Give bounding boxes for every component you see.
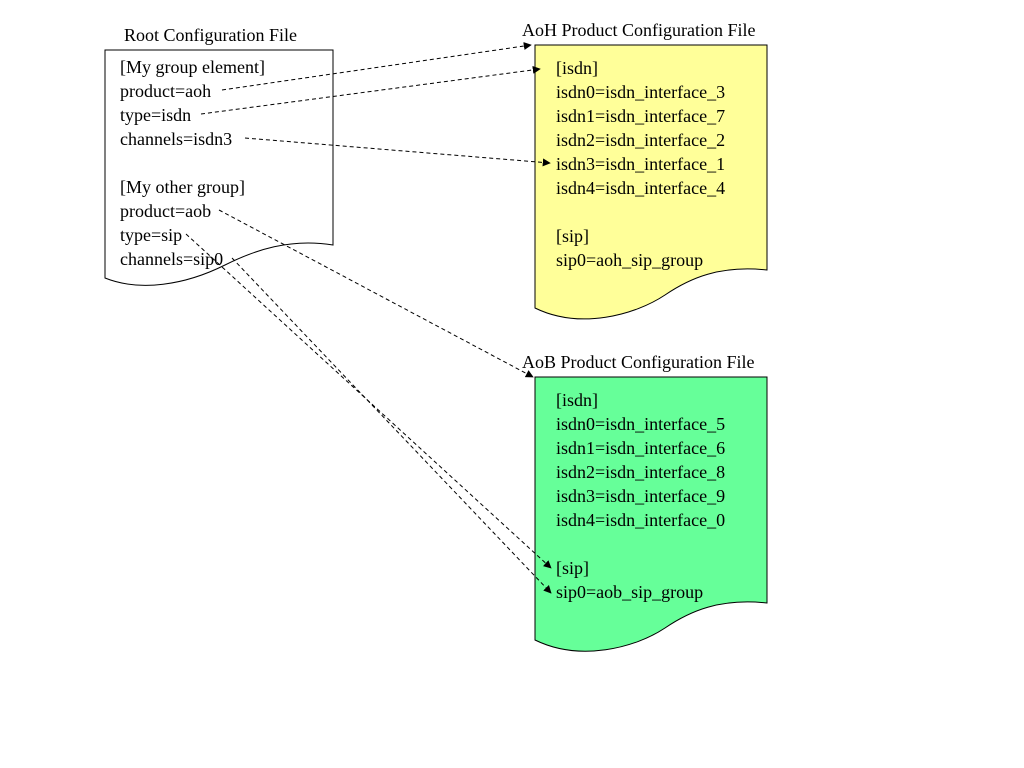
root-file-content: [My group element] product=aoh type=isdn… xyxy=(120,55,265,271)
arrow-channels-sip0-to-aob-sip0 xyxy=(231,257,552,594)
root-line xyxy=(120,151,265,175)
aob-line: [isdn] xyxy=(556,390,598,410)
aob-file-title: AoB Product Configuration File xyxy=(522,352,755,372)
aob-document-shape xyxy=(534,376,768,652)
root-line: type=isdn xyxy=(120,105,192,125)
root-file-title: Root Configuration File xyxy=(124,25,297,45)
aob-line: sip0=aob_sip_group xyxy=(556,582,704,602)
aoh-line: isdn4=isdn_interface_4 xyxy=(556,178,726,198)
root-line: [My other group] xyxy=(120,177,245,197)
aoh-line: isdn3=isdn_interface_1 xyxy=(556,154,726,174)
aoh-line: [isdn] xyxy=(556,58,598,78)
aob-line: isdn3=isdn_interface_9 xyxy=(556,486,726,506)
root-line: [My group element] xyxy=(120,57,265,77)
aoh-file-content: [isdn] isdn0=isdn_interface_3 isdn1=isdn… xyxy=(556,56,725,272)
aob-line: [sip] xyxy=(556,558,589,578)
aoh-line: [sip] xyxy=(556,226,589,246)
aoh-file-title: AoH Product Configuration File xyxy=(522,20,756,40)
arrow-product-aob-to-aob-title xyxy=(218,209,534,378)
arrow-product-aoh-to-aoh-title xyxy=(221,42,532,91)
arrow-type-isdn-to-aoh-isdn-section xyxy=(200,65,541,115)
aob-line: isdn1=isdn_interface_6 xyxy=(556,438,726,458)
aoh-line: isdn2=isdn_interface_2 xyxy=(556,130,726,150)
aoh-document-shape xyxy=(534,44,768,320)
root-line: channels=sip0 xyxy=(120,249,224,269)
root-line: channels=isdn3 xyxy=(120,129,233,149)
root-line: product=aob xyxy=(120,201,212,221)
aoh-line xyxy=(556,200,725,224)
aob-file-content: [isdn] isdn0=isdn_interface_5 isdn1=isdn… xyxy=(556,388,725,604)
root-document-shape xyxy=(104,49,334,286)
aob-line: isdn2=isdn_interface_8 xyxy=(556,462,726,482)
aoh-line: isdn0=isdn_interface_3 xyxy=(556,82,726,102)
root-line: product=aoh xyxy=(120,81,212,101)
aoh-line: sip0=aoh_sip_group xyxy=(556,250,704,270)
aoh-line: isdn1=isdn_interface_7 xyxy=(556,106,726,126)
arrow-channels-isdn3-to-aoh-isdn3 xyxy=(244,137,551,167)
aob-line: isdn0=isdn_interface_5 xyxy=(556,414,726,434)
aob-line xyxy=(556,532,725,556)
aob-line: isdn4=isdn_interface_0 xyxy=(556,510,726,530)
root-line: type=sip xyxy=(120,225,183,245)
